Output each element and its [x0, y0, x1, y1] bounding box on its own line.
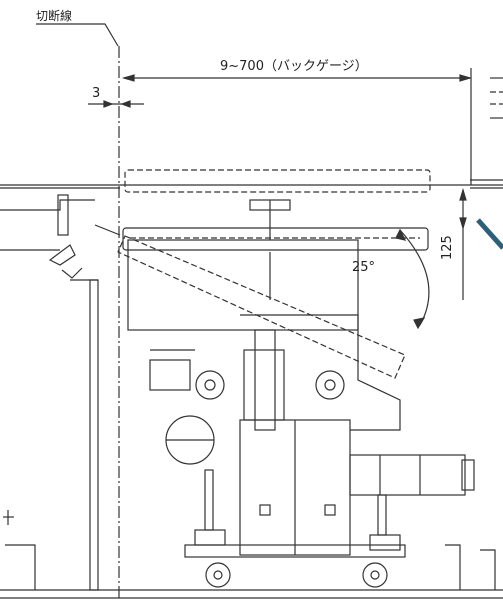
height-dimension-label: 125 — [440, 235, 455, 260]
wheel-left — [205, 562, 231, 588]
frame — [127, 239, 359, 331]
angle-label: 25° — [352, 260, 376, 275]
cut-line-label: 切断線 — [36, 9, 73, 23]
wheel-right — [362, 562, 388, 588]
cut-line-leader — [36, 23, 119, 47]
backgauge-arrow-right — [459, 74, 473, 82]
backgauge-label: 9~700（バックゲージ） — [220, 59, 368, 74]
angle-arc — [399, 229, 430, 326]
offset-dimension-label: 3 — [92, 86, 101, 101]
backgauge-arrow-left — [121, 74, 135, 82]
accent-arrow — [476, 218, 503, 250]
upper-table — [124, 169, 431, 193]
tilted-table — [117, 235, 406, 379]
lower-table — [122, 227, 429, 251]
